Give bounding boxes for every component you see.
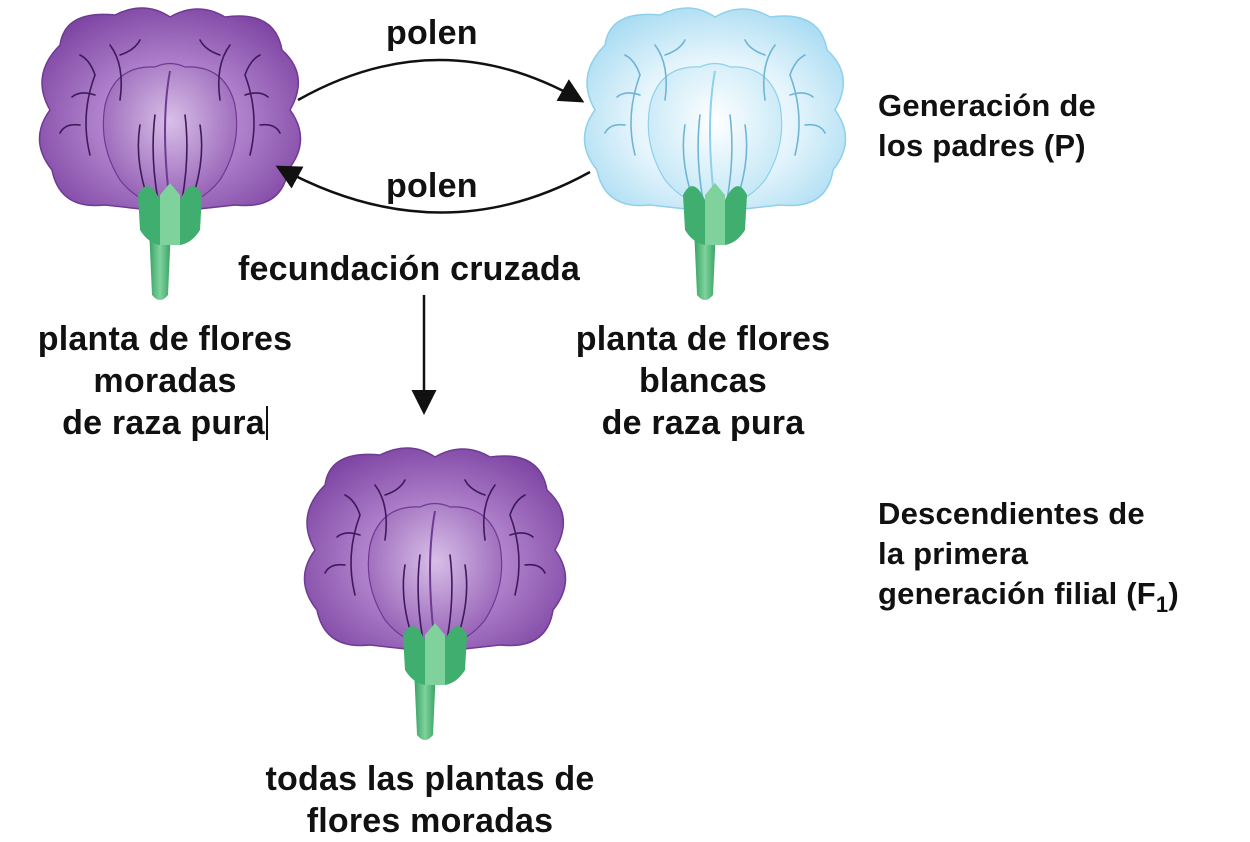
offspring-label: todas las plantas de flores moradas: [265, 760, 595, 840]
pollen-arrow-to-left: [275, 165, 591, 214]
white-parent-label: planta de flores blancas de raza pura: [575, 320, 831, 442]
purple-parent-label: planta de flores moradas de raza pura: [37, 320, 293, 442]
pollen-label-bottom: polen: [386, 167, 478, 205]
f1-generation-label: Descendientes de la primera generación f…: [878, 496, 1179, 617]
offspring-flower-icon: [303, 447, 567, 740]
pollen-arrow-to-right: [297, 58, 585, 103]
parent-generation-label: Generación de los padres (P): [878, 88, 1096, 163]
cross-fertilization-label: fecundación cruzada: [238, 250, 580, 288]
pollen-label-top: polen: [386, 14, 478, 52]
purple-parent-flower-icon: [38, 7, 302, 300]
white-parent-flower-icon: [583, 7, 847, 300]
